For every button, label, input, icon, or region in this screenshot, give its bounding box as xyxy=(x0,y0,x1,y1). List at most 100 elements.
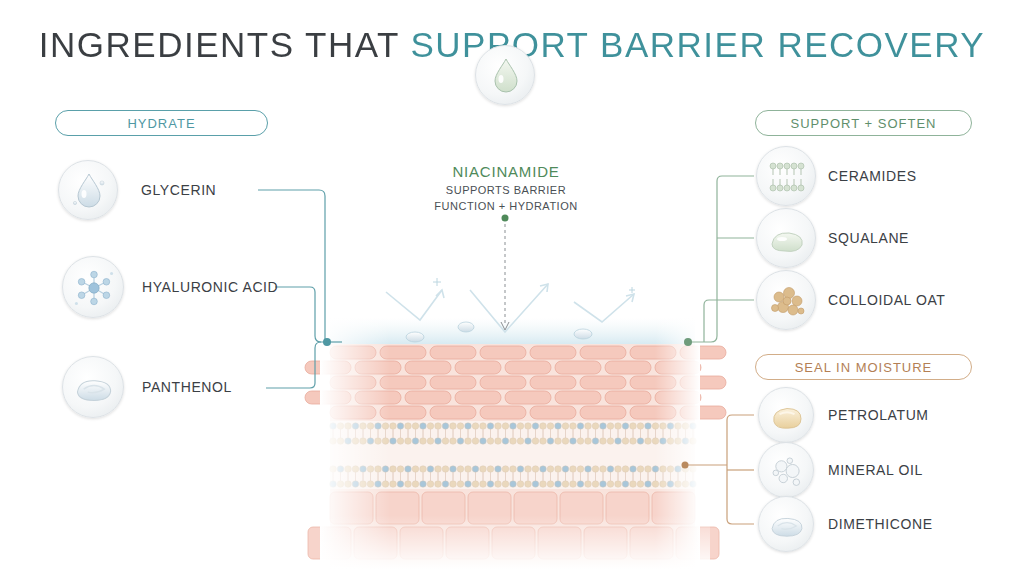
symbol-part xyxy=(495,59,517,92)
lipid-head xyxy=(450,438,457,445)
lipid-tail xyxy=(550,473,551,481)
lipid-tail xyxy=(393,430,394,438)
lipid-tail xyxy=(618,473,619,481)
corneocyte-cell xyxy=(455,361,501,374)
lipid-head xyxy=(592,481,599,488)
lipid-tail xyxy=(558,473,559,481)
leader-dot xyxy=(682,462,689,469)
lipid-tail xyxy=(618,430,619,438)
lipid-tail xyxy=(468,430,469,438)
lipid-tail xyxy=(415,473,416,481)
lipid-tail xyxy=(580,430,581,438)
symbol-part xyxy=(75,302,78,305)
lipid-tail xyxy=(400,430,401,438)
symbol-part xyxy=(91,271,98,278)
symbol-part xyxy=(774,292,784,302)
lipid-tail xyxy=(640,429,641,437)
lipid-head xyxy=(472,438,479,445)
symbol-part xyxy=(798,185,804,191)
lipid-head xyxy=(630,466,637,473)
corneocyte-cell xyxy=(480,346,526,359)
lipid-tail xyxy=(505,430,506,438)
lipid-head xyxy=(645,438,652,445)
lipid-head xyxy=(517,438,524,445)
lipid-head xyxy=(577,438,584,445)
niacinamide-pointer xyxy=(501,215,509,331)
lipid-tail xyxy=(505,472,506,480)
lipid-head xyxy=(390,438,397,445)
lipid-tail xyxy=(513,473,514,481)
skin-cross-section xyxy=(305,310,726,569)
lipid-tail xyxy=(520,473,521,481)
lipid-tail xyxy=(400,473,401,481)
lipid-tail xyxy=(393,473,394,481)
lipid-head xyxy=(585,481,592,488)
symbol-part xyxy=(770,163,776,169)
lipid-head xyxy=(532,438,539,445)
lipid-head xyxy=(540,438,547,445)
lipid-head xyxy=(517,466,524,473)
lipid-tail xyxy=(610,473,611,481)
ingredient-symbol xyxy=(63,357,125,419)
lipid-tail xyxy=(475,429,476,437)
symbol-part xyxy=(772,305,779,312)
pointer-head xyxy=(501,322,509,330)
lipid-head xyxy=(562,481,569,488)
lipid-head xyxy=(630,423,637,430)
lipid-tail xyxy=(648,430,649,438)
lipid-tail xyxy=(468,429,469,437)
lipid-head xyxy=(532,481,539,488)
lipid-head xyxy=(427,466,434,473)
lipid-tail xyxy=(415,429,416,437)
symbol-part xyxy=(103,292,110,299)
lipid-tail xyxy=(460,472,461,480)
lipid-head xyxy=(622,481,629,488)
corneocyte-cell xyxy=(480,376,526,389)
symbol-part xyxy=(784,163,790,169)
category-label: HYDRATE xyxy=(127,116,195,131)
lipid-head xyxy=(615,481,622,488)
symbol-part xyxy=(787,458,793,464)
lipid-tail xyxy=(588,430,589,438)
lipid-head xyxy=(525,423,532,430)
symbol-part xyxy=(778,523,797,530)
lipid-head xyxy=(472,481,479,488)
category-pill: SEAL IN MOISTURE xyxy=(755,354,972,380)
water-droplet xyxy=(574,329,592,339)
lipid-tail xyxy=(453,472,454,480)
lipid-tail xyxy=(475,473,476,481)
lipid-tail xyxy=(430,472,431,480)
lipid-head xyxy=(622,423,629,430)
lipid-head xyxy=(405,438,412,445)
symbol-part xyxy=(791,185,797,191)
lipid-head xyxy=(390,481,397,488)
corneocyte-cell xyxy=(505,391,551,404)
symbol-part xyxy=(784,288,795,299)
lipid-head xyxy=(607,438,614,445)
symbol-part xyxy=(780,412,795,414)
ingredient-label: DIMETHICONE xyxy=(828,516,933,532)
lipid-head xyxy=(390,466,397,473)
ingredient-label: PETROLATUM xyxy=(828,407,929,423)
lipid-head xyxy=(547,423,554,430)
lipid-tail xyxy=(543,429,544,437)
symbol-part xyxy=(773,470,779,476)
lipid-head xyxy=(487,481,494,488)
lipid-tail xyxy=(483,430,484,438)
symbol-part xyxy=(73,201,76,204)
symbol-part xyxy=(798,163,804,169)
lipid-tail xyxy=(408,473,409,481)
lipid-tail xyxy=(565,472,566,480)
lipid-head xyxy=(540,466,547,473)
symbol-part xyxy=(772,233,802,251)
lipid-head xyxy=(517,481,524,488)
lipid-tail xyxy=(453,430,454,438)
lipid-head xyxy=(562,423,569,430)
lipid-tail xyxy=(580,473,581,481)
category-label: SUPPORT + SOFTEN xyxy=(791,116,937,131)
lipid-tail xyxy=(490,473,491,481)
corneocyte-cell xyxy=(505,361,551,374)
ingredient-icon: PETROLATUM xyxy=(758,387,814,443)
ingredient-icon: COLLOIDAL OAT xyxy=(756,270,816,330)
seal-leader-lines xyxy=(682,415,755,524)
